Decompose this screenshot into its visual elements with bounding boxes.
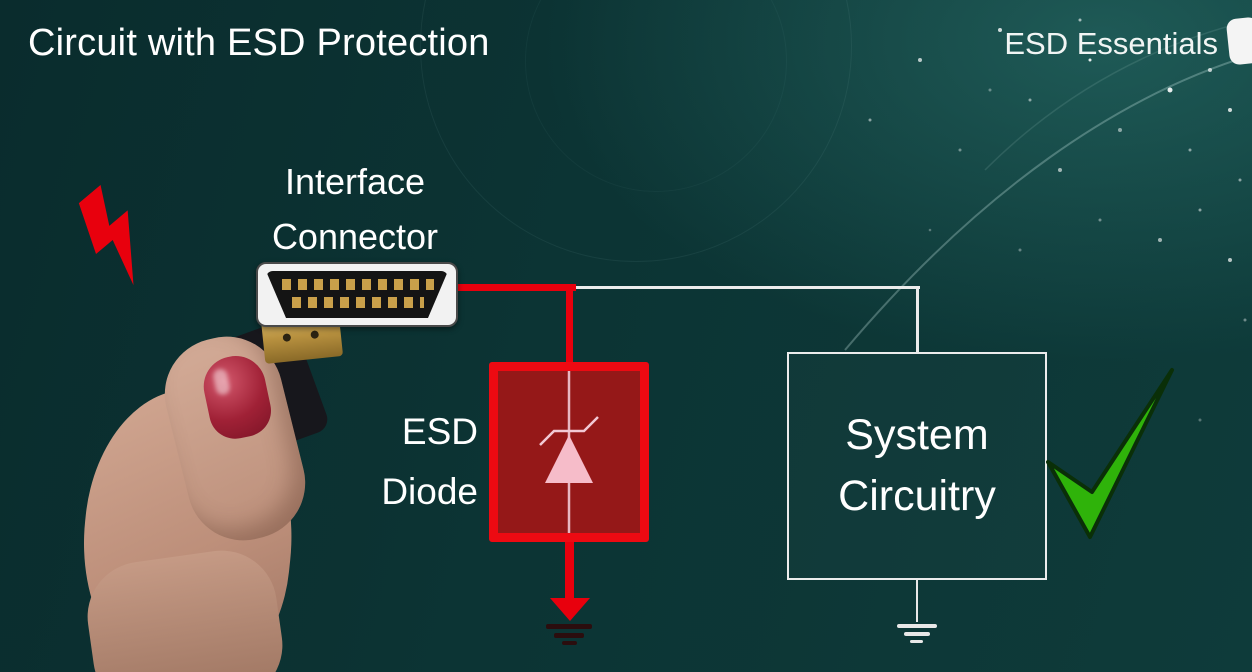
- wire-red-vertical: [566, 284, 573, 370]
- hdmi-pins-row-bottom: [292, 297, 424, 308]
- current-arrow-stem: [565, 540, 574, 600]
- ground-icon-left: [562, 641, 577, 645]
- wire-red-horizontal: [444, 284, 576, 291]
- wire-system-ground: [916, 580, 918, 622]
- connector-label-line1: Interface: [284, 161, 426, 202]
- esd-diode-box: [489, 362, 649, 542]
- ground-icon-right: [904, 632, 930, 636]
- wire-white-vertical: [916, 286, 919, 354]
- connector-label-line2: Connector: [271, 216, 439, 257]
- current-arrow-head: [550, 598, 590, 621]
- diode-label-line1: ESD: [401, 411, 478, 452]
- lightning-icon: [78, 184, 134, 286]
- check-icon: [1046, 368, 1174, 539]
- esd-diode-label: ESD Diode: [326, 402, 478, 522]
- zener-diode-symbol-icon: [539, 371, 599, 533]
- ground-icon-left: [554, 633, 584, 638]
- system-circuitry-label: System Circuitry: [838, 405, 996, 527]
- interface-connector-label: Interface Connector: [230, 154, 480, 264]
- diode-label-line2: Diode: [381, 471, 478, 512]
- ground-icon-right: [897, 624, 937, 628]
- ground-icon-left: [546, 624, 592, 629]
- hdmi-connector-face: [266, 271, 448, 318]
- brand-text: ESD Essentials: [1004, 26, 1218, 61]
- page-title: Circuit with ESD Protection: [28, 22, 490, 64]
- system-circuitry-box: System Circuitry: [787, 352, 1047, 580]
- system-label-line2: Circuitry: [838, 472, 996, 520]
- wire-white-horizontal: [576, 286, 920, 289]
- ground-icon-right: [910, 640, 923, 643]
- hdmi-pins-row-top: [282, 279, 434, 290]
- system-label-line1: System: [845, 411, 989, 459]
- channel-logo-partial: [1225, 16, 1252, 66]
- hdmi-connector-icon: [256, 262, 458, 327]
